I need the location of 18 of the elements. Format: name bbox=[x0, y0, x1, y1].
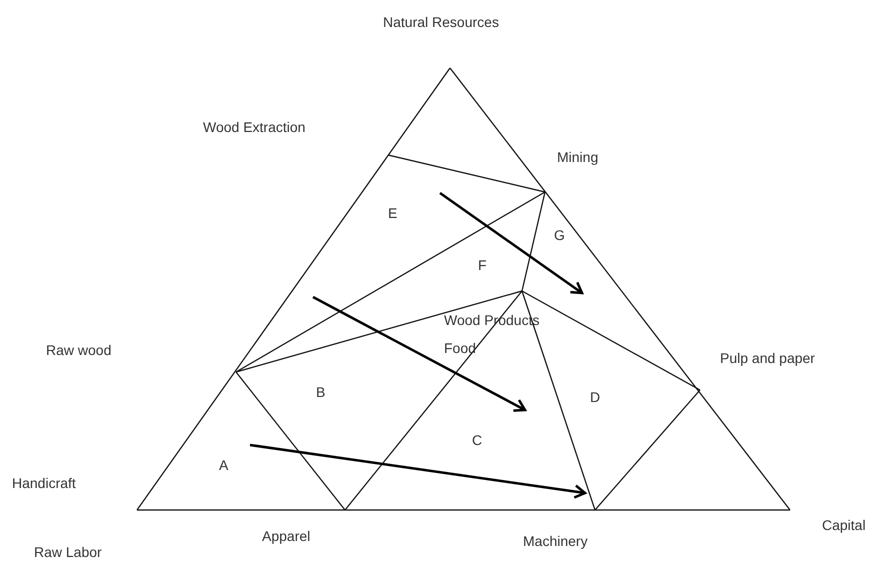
point-label: Food bbox=[444, 341, 476, 355]
region-label: D bbox=[590, 390, 600, 404]
region-label: B bbox=[316, 385, 326, 399]
point-label: Raw wood bbox=[46, 343, 112, 357]
point-label: Pulp and paper bbox=[720, 351, 815, 365]
vertex-label: Capital bbox=[822, 518, 866, 532]
region-label: A bbox=[219, 458, 228, 472]
point-label: Machinery bbox=[523, 534, 588, 548]
point-label: Wood Extraction bbox=[203, 120, 306, 134]
vertex-label: Natural Resources bbox=[383, 15, 499, 29]
point-label: Apparel bbox=[262, 529, 310, 543]
region-label: F bbox=[478, 258, 487, 272]
point-label: Handicraft bbox=[12, 476, 76, 490]
point-label: Mining bbox=[557, 150, 598, 164]
vertex-label: Raw Labor bbox=[34, 545, 102, 559]
region-label: E bbox=[388, 206, 398, 220]
region-label: C bbox=[472, 433, 482, 447]
region-label: G bbox=[554, 228, 565, 242]
